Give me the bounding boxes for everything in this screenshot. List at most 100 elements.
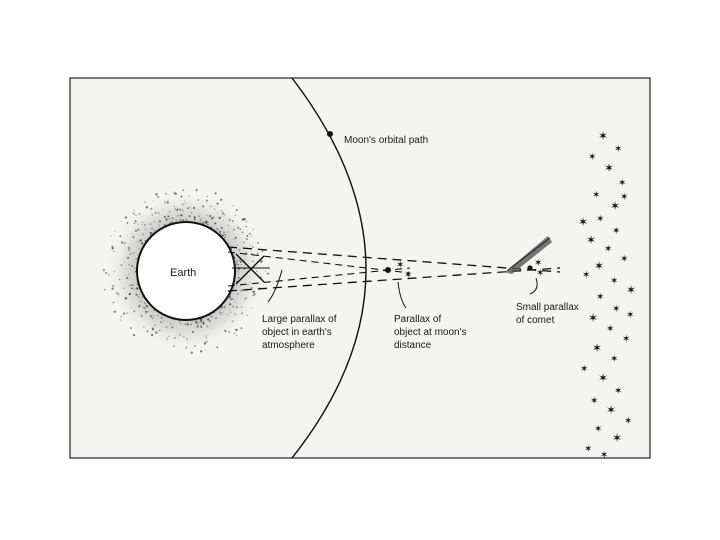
haze-speck (180, 195, 183, 198)
haze-speck (187, 337, 189, 339)
haze-speck (207, 223, 209, 226)
haze-speck (155, 331, 158, 334)
moon-distance-object (385, 267, 391, 273)
haze-speck (141, 296, 144, 298)
haze-speck (205, 337, 208, 339)
haze-speck (240, 263, 243, 266)
star-icon: ✶ (614, 386, 622, 397)
haze-speck (229, 295, 231, 298)
haze-speck (138, 305, 141, 308)
haze-speck (160, 321, 162, 323)
haze-speck (214, 192, 217, 195)
haze-speck (135, 293, 138, 296)
haze-speck (246, 314, 249, 316)
haze-speck (136, 287, 139, 290)
haze-speck (110, 235, 112, 237)
comet-label-line1: Small parallax (516, 302, 579, 313)
haze-speck (126, 256, 129, 259)
haze-speck (179, 334, 181, 336)
haze-speck (218, 216, 221, 220)
haze-speck (229, 309, 231, 311)
moon-orbit-arc (291, 78, 367, 458)
haze-speck (165, 326, 168, 329)
haze-speck (216, 228, 219, 231)
haze-speck (147, 310, 149, 313)
haze-speck (245, 297, 248, 299)
haze-speck (254, 293, 256, 295)
haze-speck (132, 284, 134, 286)
comet-head (527, 265, 533, 271)
haze-speck (130, 307, 132, 309)
haze-speck (146, 330, 149, 333)
haze-speck (260, 283, 262, 285)
haze-speck (119, 235, 122, 238)
haze-speck (168, 218, 171, 220)
haze-speck (165, 193, 167, 195)
haze-speck (245, 225, 247, 228)
haze-speck (220, 210, 223, 213)
haze-speck (149, 315, 152, 318)
haze-speck (236, 270, 239, 273)
moon-leader (397, 281, 407, 309)
haze-speck (167, 199, 169, 201)
haze-speck (199, 350, 203, 353)
haze-speck (224, 306, 226, 308)
haze-speck (202, 322, 205, 325)
haze-speck (113, 310, 116, 313)
haze-speck (184, 323, 187, 326)
haze-speck (139, 239, 142, 242)
haze-speck (188, 195, 190, 197)
haze-speck (162, 223, 163, 225)
haze-speck (111, 287, 114, 290)
haze-speck (209, 320, 211, 322)
haze-speck (141, 223, 144, 226)
haze-speck (209, 216, 211, 218)
haze-speck (190, 351, 193, 354)
haze-speck (200, 218, 202, 220)
haze-speck (235, 263, 238, 266)
haze-speck (126, 221, 129, 224)
haze-speck (256, 241, 260, 245)
star-icon: ✶ (620, 192, 628, 203)
haze-speck (140, 241, 144, 245)
haze-speck (123, 242, 127, 245)
haze-speck (240, 327, 243, 330)
star-icon: ✶ (582, 270, 590, 281)
haze-speck (249, 244, 251, 246)
haze-speck (183, 200, 186, 202)
haze-speck (193, 218, 196, 221)
comet-label-line2: of comet (516, 315, 555, 326)
haze-speck (205, 340, 208, 343)
haze-speck (131, 265, 133, 267)
haze-speck (203, 342, 207, 345)
haze-speck (235, 209, 238, 211)
haze-speck (238, 268, 240, 271)
haze-speck (241, 218, 245, 221)
haze-speck (123, 312, 126, 315)
haze-speck (209, 214, 212, 218)
haze-speck (124, 261, 126, 263)
haze-speck (184, 202, 187, 205)
haze-speck (175, 219, 177, 221)
haze-speck (135, 214, 137, 217)
haze-speck (248, 232, 251, 235)
star-icon: ✶ (588, 152, 596, 163)
star-icon: ✶ (586, 233, 596, 247)
haze-speck (238, 248, 241, 251)
haze-speck (138, 247, 140, 250)
haze-speck (228, 218, 231, 222)
haze-speck (192, 206, 196, 210)
haze-speck (228, 231, 230, 233)
haze-speck (236, 244, 239, 246)
haze-speck (236, 284, 239, 286)
haze-speck (219, 230, 222, 233)
haze-speck (216, 212, 218, 214)
comet-leader (529, 277, 538, 295)
haze-speck (173, 191, 176, 194)
star-icon: ✶ (584, 444, 592, 455)
haze-speck (150, 333, 154, 337)
haze-speck (241, 231, 244, 234)
star-icon: ✶ (612, 431, 622, 445)
haze-speck (238, 250, 240, 252)
haze-speck (232, 238, 235, 241)
